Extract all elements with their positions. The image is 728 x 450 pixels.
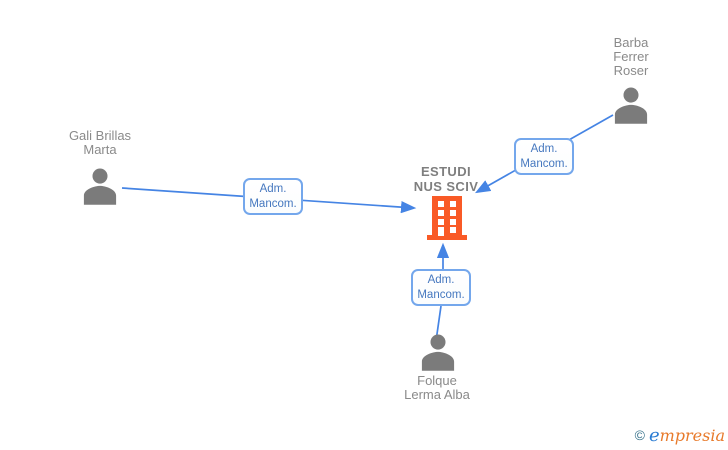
company-name-line: NUS SCIV bbox=[413, 178, 479, 194]
edge-label-line: Mancom. bbox=[520, 157, 568, 170]
edge-label-line: Mancom. bbox=[417, 288, 465, 301]
empresia-watermark: ©empresia bbox=[635, 425, 725, 446]
copyright-icon: © bbox=[634, 427, 645, 443]
person-name-line: Barba bbox=[613, 35, 649, 50]
edge-label-line: Adm. bbox=[530, 142, 558, 155]
person-icon-folque[interactable] bbox=[417, 332, 459, 371]
brand-logo-initial: e bbox=[648, 425, 660, 446]
person-name-line: Lerma Alba bbox=[404, 387, 470, 402]
person-name-line: Marta bbox=[83, 142, 117, 157]
person-name-line: Roser bbox=[613, 63, 649, 78]
edge-label-line: Adm. bbox=[427, 273, 455, 286]
edge-label-line: Adm. bbox=[259, 182, 287, 195]
person-icon-gali[interactable] bbox=[79, 166, 121, 205]
edge-label-adm-mancom-left: Adm. Mancom. bbox=[243, 178, 303, 215]
person-name-gali[interactable]: Gali Brillas Marta bbox=[38, 129, 162, 157]
brand-logo-text: mpresia bbox=[659, 426, 725, 445]
person-name-barba[interactable]: Barba Ferrer Roser bbox=[569, 36, 693, 78]
person-icon-barba[interactable] bbox=[610, 85, 652, 124]
edge-label-adm-mancom-bottom: Adm. Mancom. bbox=[411, 269, 471, 306]
person-name-line: Ferrer bbox=[613, 49, 649, 64]
edge-label-adm-mancom-right: Adm. Mancom. bbox=[514, 138, 574, 175]
person-name-line: Gali Brillas bbox=[68, 128, 132, 143]
edge-label-line: Mancom. bbox=[249, 197, 297, 210]
person-name-line: Folque bbox=[417, 373, 457, 388]
company-name[interactable]: ESTUDI NUS SCIV bbox=[386, 164, 506, 194]
company-name-line: ESTUDI bbox=[420, 164, 472, 179]
person-name-folque[interactable]: Folque Lerma Alba bbox=[375, 374, 499, 402]
company-building-icon[interactable] bbox=[427, 196, 467, 240]
